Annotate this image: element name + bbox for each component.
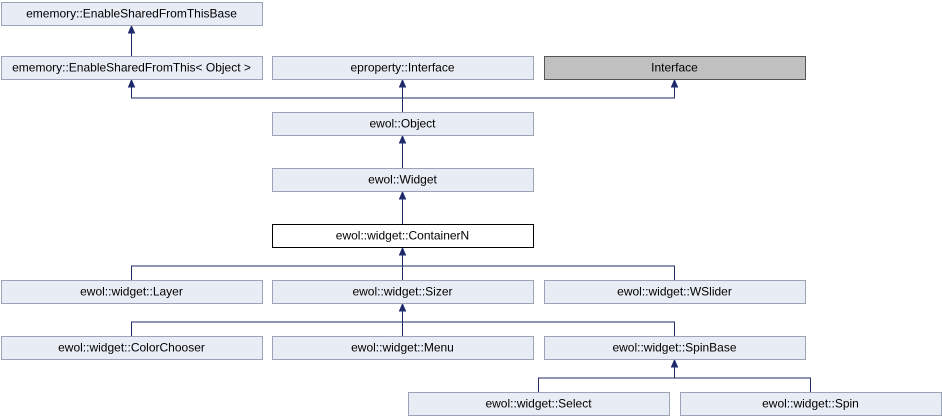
edges-layer: [127, 24, 811, 392]
class-node-label: ewol::widget::ColorChooser: [58, 341, 205, 355]
edge-ewol-widget-wslider-to-ewol-widget-containern: [402, 253, 675, 280]
class-node-box: [544, 336, 806, 360]
class-node-ewol-widget-spin[interactable]: ewol::widget::Spin: [680, 392, 942, 416]
class-node-box: [272, 112, 534, 136]
class-node-ewol-object[interactable]: ewol::Object: [272, 112, 534, 136]
arrowhead-ewol-widget-sizer: [398, 302, 407, 312]
class-node-box: [1, 280, 263, 304]
class-node-label: Interface: [651, 61, 698, 75]
class-node-box: [1, 2, 263, 26]
class-node-label: ewol::widget::WSlider: [617, 285, 732, 299]
class-node-label: ewol::widget::Menu: [351, 341, 454, 355]
edge-ewol-widget-colorchooser-to-ewol-widget-sizer: [131, 309, 403, 336]
class-node-label: ewol::Widget: [368, 173, 437, 187]
class-node-label: eproperty::Interface: [350, 61, 454, 75]
class-node-box: [272, 336, 534, 360]
class-node-interface[interactable]: Interface: [544, 56, 806, 80]
arrowhead-ewol-widget-spinbase: [670, 358, 679, 368]
class-node-label: ememory::EnableSharedFromThis< Object >: [12, 61, 251, 75]
class-node-box: [544, 280, 806, 304]
class-node-label: ewol::widget::Select: [485, 397, 592, 411]
class-node-label: ememory::EnableSharedFromThisBase: [26, 7, 237, 21]
class-node-label: ewol::widget::Spin: [762, 397, 859, 411]
edge-ewol-object-to-interface: [402, 85, 675, 112]
class-node-eproperty-interface[interactable]: eproperty::Interface: [272, 56, 534, 80]
edge-ewol-widget-spinbase-to-ewol-widget-sizer: [402, 309, 675, 336]
edge-ewol-widget-spin-to-ewol-widget-spinbase: [674, 365, 811, 392]
class-node-ewol-widget-menu[interactable]: ewol::widget::Menu: [272, 336, 534, 360]
edge-ewol-widget-layer-to-ewol-widget-containern: [131, 253, 403, 280]
class-node-box: [272, 168, 534, 192]
class-node-box: [544, 56, 806, 80]
arrowhead-interface: [670, 78, 679, 88]
class-node-ememory-enablesharedfromthisbase[interactable]: ememory::EnableSharedFromThisBase: [1, 2, 263, 26]
class-node-box: [1, 56, 263, 80]
class-node-ewol-widget-colorchooser[interactable]: ewol::widget::ColorChooser: [1, 336, 263, 360]
class-node-label: ewol::widget::ContainerN: [336, 229, 469, 243]
class-node-box: [272, 56, 534, 80]
edge-ewol-widget-select-to-ewol-widget-spinbase: [538, 365, 675, 392]
class-node-ewol-widget-layer[interactable]: ewol::widget::Layer: [1, 280, 263, 304]
class-node-ewol-widget-sizer[interactable]: ewol::widget::Sizer: [272, 280, 534, 304]
arrowhead-eproperty-interface: [398, 78, 407, 88]
arrowhead-ememory-enablesharedfromthisbase: [127, 24, 136, 34]
class-node-ewol-widget-wslider[interactable]: ewol::widget::WSlider: [544, 280, 806, 304]
class-node-label: ewol::widget::Sizer: [352, 285, 452, 299]
arrowhead-ewol-widget: [398, 190, 407, 200]
class-node-ewol-widget-select[interactable]: ewol::widget::Select: [408, 392, 670, 416]
class-node-ememory-enablesharedfromthis-object[interactable]: ememory::EnableSharedFromThis< Object >: [1, 56, 263, 80]
class-node-box: [272, 224, 534, 248]
class-node-label: ewol::Object: [369, 117, 436, 131]
class-node-ewol-widget-containern[interactable]: ewol::widget::ContainerN: [272, 224, 534, 248]
arrowhead-ewol-widget-containern: [398, 246, 407, 256]
class-node-ewol-widget-spinbase[interactable]: ewol::widget::SpinBase: [544, 336, 806, 360]
class-node-box: [272, 280, 534, 304]
arrowhead-ewol-object: [398, 134, 407, 144]
edge-ewol-object-to-ememory-enablesharedfromthis-object: [131, 85, 403, 112]
class-node-ewol-widget[interactable]: ewol::Widget: [272, 168, 534, 192]
arrowhead-ememory-enablesharedfromthis-object: [127, 78, 136, 88]
class-node-box: [1, 336, 263, 360]
class-node-label: ewol::widget::SpinBase: [612, 341, 736, 355]
class-node-label: ewol::widget::Layer: [80, 285, 183, 299]
